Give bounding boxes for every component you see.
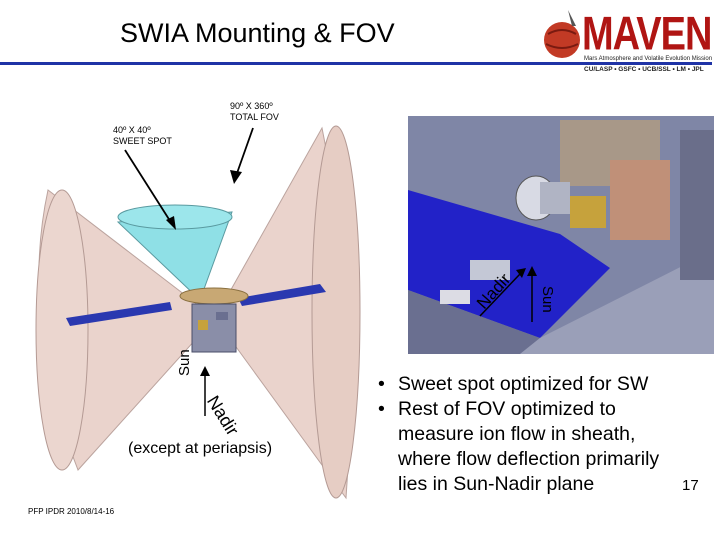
bullet-list: • Sweet spot optimized for SW • Rest of … xyxy=(378,372,720,497)
sweet-spot-label-line2: SWEET SPOT xyxy=(113,136,172,146)
bullet-item: • Sweet spot optimized for SW xyxy=(378,372,720,397)
instrument-photo xyxy=(408,116,714,354)
title-rule xyxy=(0,62,712,65)
bullet-glyph: • xyxy=(378,398,385,420)
left-sun-label: Sun xyxy=(176,349,193,376)
sweet-spot-label-line1: 40º X 40º xyxy=(113,125,151,135)
bullet-continuation: where flow deflection primarily xyxy=(398,448,660,470)
logo-organizations: CU/LASP • GSFC • UCB/SSL • LM • JPL xyxy=(584,66,704,73)
bullet-continuation: measure ion flow in sheath, xyxy=(398,423,636,445)
total-fov-label-line2: TOTAL FOV xyxy=(230,112,279,122)
logo-tagline: Mars Atmosphere and Volatile Evolution M… xyxy=(584,56,713,62)
total-fov-label-line1: 90º X 360º xyxy=(230,101,273,111)
solar-panel-right xyxy=(238,284,326,306)
slide-title: SWIA Mounting & FOV xyxy=(120,18,395,48)
high-gain-antenna xyxy=(179,287,249,305)
periapsis-caption: (except at periapsis) xyxy=(128,440,273,457)
page-number: 17 xyxy=(682,477,699,494)
footer-text: PFP IPDR 2010/8/14-16 xyxy=(28,507,115,516)
bullet-item: • Rest of FOV optimized to xyxy=(378,397,720,422)
bullet-continuation: lies in Sun-Nadir plane xyxy=(398,473,595,495)
maven-logo xyxy=(544,10,580,58)
bullet-glyph: • xyxy=(378,373,385,395)
solar-panel-left xyxy=(66,302,172,326)
bullet-text: Rest of FOV optimized to xyxy=(398,398,616,420)
bullet-text: Sweet spot optimized for SW xyxy=(398,373,649,395)
right-sun-label: Sun xyxy=(539,286,556,313)
logo-wordmark: MAVEN xyxy=(582,8,712,61)
